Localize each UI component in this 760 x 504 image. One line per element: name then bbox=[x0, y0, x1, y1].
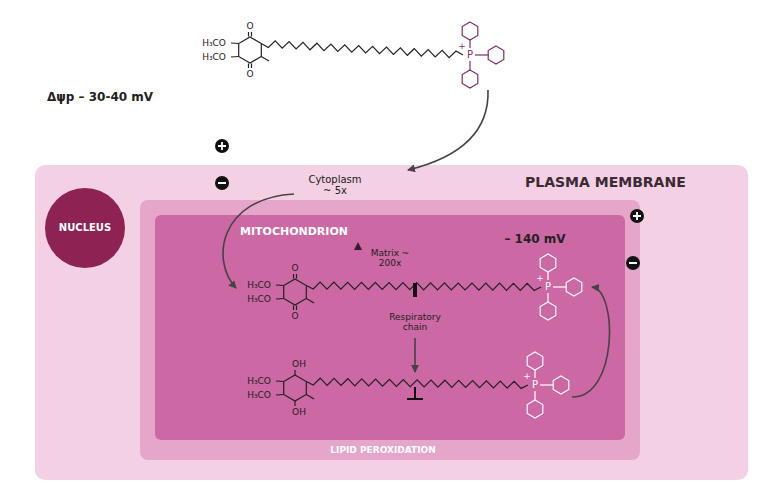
inhibition-mark bbox=[407, 398, 423, 400]
region-label: LIPID PEROXIDATION bbox=[330, 445, 435, 455]
bond-line bbox=[251, 64, 252, 69]
bond-line bbox=[475, 54, 488, 55]
annotation-label: Cytoplasm ~ 5x bbox=[304, 174, 366, 197]
atom-label: OH bbox=[292, 408, 306, 417]
bond-line bbox=[248, 64, 249, 69]
bond-line bbox=[534, 370, 535, 378]
bond-line bbox=[296, 306, 297, 311]
bond-line bbox=[293, 306, 294, 311]
bond-line bbox=[553, 286, 566, 287]
bond-line bbox=[294, 370, 295, 375]
bond-line bbox=[296, 274, 297, 279]
phenyl-ring bbox=[527, 352, 543, 370]
atom-label: + bbox=[458, 42, 466, 51]
phenyl-ring bbox=[540, 302, 556, 320]
atom-label: O bbox=[246, 22, 253, 31]
bond-line bbox=[547, 293, 548, 302]
annotation-label: Respiratory chain bbox=[383, 312, 447, 333]
atom-label: + bbox=[523, 372, 531, 381]
bond-line bbox=[276, 380, 284, 382]
bond-line bbox=[534, 391, 535, 400]
bond-line bbox=[261, 57, 269, 62]
bond-line bbox=[251, 32, 252, 37]
chain-bar bbox=[413, 283, 417, 297]
bond-line bbox=[248, 32, 249, 37]
atom-label: H₃CO bbox=[202, 53, 226, 62]
phenyl-ring bbox=[540, 254, 556, 272]
annotation-label: – 140 mV bbox=[504, 233, 565, 247]
atom-label: H₃CO bbox=[247, 281, 271, 290]
alkyl-chain bbox=[306, 282, 541, 290]
phenyl-ring bbox=[553, 376, 569, 394]
atom-label: O bbox=[246, 70, 253, 79]
atom-label: H₃CO bbox=[247, 377, 271, 386]
bond-line bbox=[231, 42, 239, 44]
bond-line bbox=[231, 56, 239, 58]
bond-line bbox=[547, 272, 548, 280]
alkyl-chain bbox=[261, 41, 463, 58]
annotation-label: Δψp – 30-40 mV bbox=[47, 91, 153, 105]
charge-plus bbox=[215, 139, 229, 153]
import-arrow bbox=[223, 194, 294, 288]
bond-line bbox=[276, 394, 284, 396]
annotation-label: Matrix ~ 200x bbox=[368, 248, 412, 269]
phenyl-ring bbox=[462, 22, 478, 40]
quinone-ring bbox=[284, 279, 307, 305]
bond-line bbox=[294, 401, 295, 406]
atom-label: P bbox=[545, 282, 551, 292]
bond-line bbox=[306, 299, 314, 304]
bond-line bbox=[293, 274, 294, 279]
quinone-ring bbox=[239, 37, 262, 63]
nucleus-circle: NUCLEUS bbox=[45, 188, 125, 268]
atom-label: P bbox=[467, 50, 473, 60]
charge-plus bbox=[630, 209, 644, 223]
atom-label: P bbox=[532, 380, 538, 390]
atom-label: OH bbox=[292, 360, 306, 369]
marker-triangle bbox=[354, 242, 362, 250]
recycle-arrow bbox=[572, 287, 610, 397]
atom-label: H₃CO bbox=[202, 39, 226, 48]
uptake-arrow bbox=[408, 90, 488, 170]
charge-minus bbox=[626, 256, 640, 270]
inhibition-mark bbox=[414, 387, 416, 399]
bond-line bbox=[276, 298, 284, 300]
alkyl-chain bbox=[306, 378, 528, 388]
bond-line bbox=[469, 61, 470, 70]
atom-label: + bbox=[536, 274, 544, 283]
bond-line bbox=[276, 284, 284, 286]
atom-label: O bbox=[291, 312, 298, 321]
region-label: NUCLEUS bbox=[59, 222, 111, 234]
bond-line bbox=[306, 395, 314, 400]
region-label: PLASMA MEMBRANE bbox=[525, 174, 686, 190]
bond-line bbox=[540, 384, 553, 385]
atom-label: O bbox=[291, 264, 298, 273]
quinone-ring bbox=[284, 375, 307, 401]
charge-minus bbox=[215, 176, 229, 190]
region-label: MITOCHONDRION bbox=[240, 226, 348, 239]
phenyl-ring bbox=[462, 70, 478, 88]
atom-label: H₃CO bbox=[247, 295, 271, 304]
bond-line bbox=[469, 40, 470, 48]
atom-label: H₃CO bbox=[247, 391, 271, 400]
phenyl-ring bbox=[527, 400, 543, 418]
phenyl-ring bbox=[566, 278, 582, 296]
reduction-arrow bbox=[414, 338, 416, 372]
phenyl-ring bbox=[488, 46, 504, 64]
